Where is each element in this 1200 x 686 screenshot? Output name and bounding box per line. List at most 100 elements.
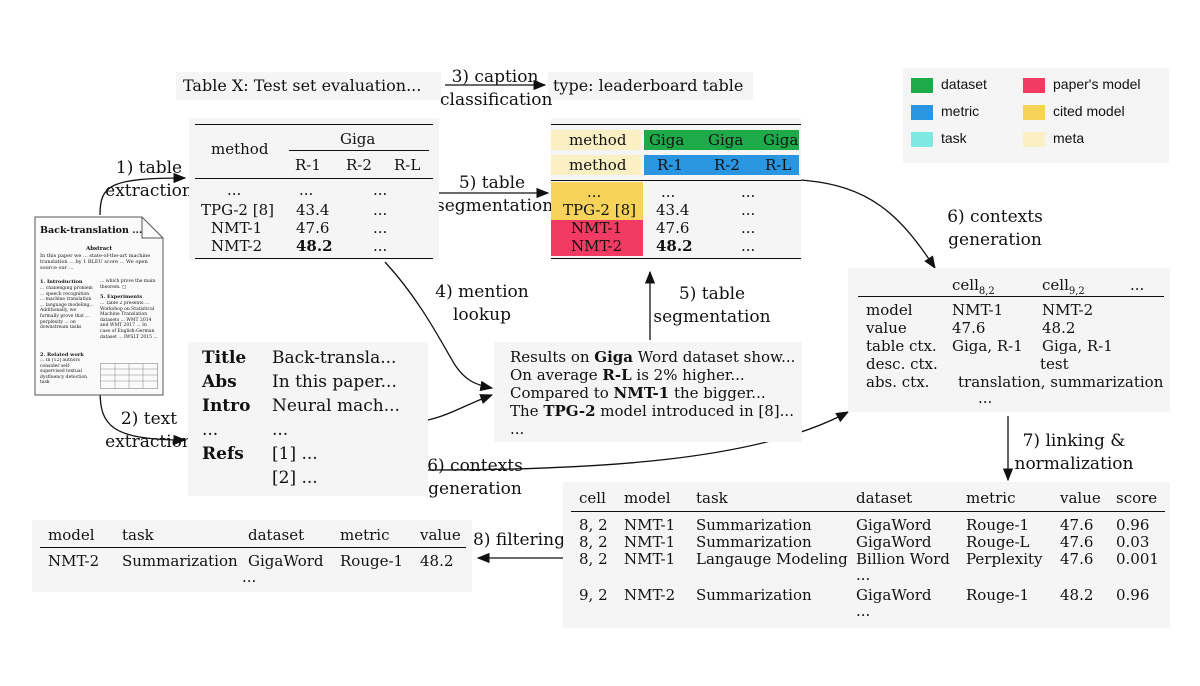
legend-swatch-cited-model — [1023, 105, 1045, 120]
rule-top — [195, 124, 433, 125]
t2-metric-r2: R-2 — [714, 156, 740, 174]
t2-giga-1: Giga — [649, 131, 685, 149]
rule-mid — [195, 178, 433, 179]
cell-contexts: cell8,2 cell9,2 ... model NMT-1 NMT-2 va… — [848, 268, 1170, 412]
linked-r2-model: NMT-1 — [624, 550, 676, 568]
final-rule — [40, 547, 466, 548]
paper-intro-heading: 1. Introduction — [40, 279, 83, 285]
t1-row0-v2: ... — [373, 181, 388, 199]
linked-results: cell model task dataset metric value sco… — [563, 482, 1170, 628]
mention-snippets: Results on Giga Word dataset show... On … — [494, 342, 802, 442]
t2-row0-model: ... — [587, 183, 602, 201]
linked-r2-metric: Perplexity — [966, 550, 1043, 568]
t2-row2-model: NMT-1 — [571, 219, 623, 237]
legend-label-metric: metric — [941, 103, 980, 119]
section-key-dots: ... — [202, 420, 219, 440]
t2-metric-r1: R-1 — [657, 156, 683, 174]
section-val-ref1: [1] ... — [272, 444, 318, 464]
linked-r0-task: Summarization — [696, 516, 812, 534]
legend-label-dataset: dataset — [941, 76, 987, 92]
legend-swatch-papers-model — [1023, 78, 1045, 93]
ctx-key-abs: abs. ctx. — [866, 373, 930, 391]
t1-row2-model: NMT-1 — [211, 219, 263, 237]
paper-abstract: In this paper we ... state-of-the-art ma… — [40, 253, 151, 271]
arrow-contexts-generation-2 — [427, 411, 850, 471]
t1-row3-model: NMT-2 — [211, 237, 263, 255]
step-8-label: 8) filtering — [473, 530, 565, 550]
linked-r2-task: Langauge Modeling — [696, 550, 848, 568]
t1-giga-header: Giga — [340, 130, 376, 148]
linked-r0-score: 0.96 — [1116, 516, 1150, 534]
t1-row1-v2: ... — [373, 201, 388, 219]
linked-r3-dots: ... — [856, 566, 871, 584]
t1-metric-rl: R-L — [394, 156, 421, 174]
paper-abstract-heading: Abstract — [85, 246, 113, 252]
ctx-b-model: NMT-2 — [1042, 301, 1094, 319]
paper-document: Back-translation ... Abstract In this pa… — [34, 216, 164, 396]
dataset-cells — [644, 130, 799, 150]
t2-method-header-1: method — [569, 131, 627, 149]
paper-title: Back-translation ... — [40, 225, 143, 236]
section-val-title: Back-transla... — [272, 348, 397, 368]
rule-bottom — [551, 258, 801, 259]
meta-cell-2 — [551, 155, 641, 175]
ctx-a-table: Giga, R-1 — [952, 337, 1023, 355]
linked-r4-score: 0.96 — [1116, 586, 1150, 604]
t2-row1-v1: 43.4 — [656, 201, 690, 219]
ctx-header-cell-8-2: cell8,2 — [952, 276, 995, 297]
linked-r1-dataset: GigaWord — [856, 533, 932, 551]
final-header-dataset: dataset — [248, 526, 305, 544]
linked-header-model: model — [624, 489, 671, 507]
section-key-title: Title — [202, 348, 247, 368]
linked-header-metric: metric — [966, 489, 1016, 507]
step-1-label: 1) table extraction — [105, 158, 193, 201]
t1-metric-r1: R-1 — [295, 156, 321, 174]
final-task: Summarization — [122, 552, 238, 570]
section-val-dots: ... — [272, 420, 289, 440]
legend-swatch-task — [911, 132, 933, 147]
linked-r0-model: NMT-1 — [624, 516, 676, 534]
caption-text: Table X: Test set evaluation... — [183, 76, 422, 95]
ctx-header-cell-9-2: cell9,2 — [1042, 276, 1085, 297]
t2-row0-v1: ... — [661, 183, 676, 201]
paper-related: ... In [12] authors consider self-superv… — [40, 358, 88, 386]
mention-line-5: ... — [510, 420, 525, 438]
mention-line-1: Results on Giga Word dataset show... — [510, 348, 796, 366]
ctx-rule — [858, 296, 1164, 297]
final-results: model task dataset metric value NMT-2 Su… — [32, 520, 472, 592]
paper-intro: ... challenging problem ... speech recog… — [40, 286, 94, 331]
t2-row1-model: TPG-2 [8] — [563, 201, 636, 219]
legend: dataset metric task paper's model cited … — [903, 68, 1169, 163]
t1-row2-v1: 47.6 — [296, 219, 330, 237]
legend-label-cited-model: cited model — [1053, 103, 1125, 119]
final-dataset: GigaWord — [248, 552, 324, 570]
linked-r4-cell: 9, 2 — [579, 586, 608, 604]
t2-row3-v1: 48.2 — [656, 237, 693, 255]
linked-r4-model: NMT-2 — [624, 586, 676, 604]
t2-giga-2: Giga — [708, 131, 744, 149]
mention-line-3: Compared to NMT-1 the bigger... — [510, 384, 766, 402]
linked-r2-cell: 8, 2 — [579, 550, 608, 568]
step-2-label: 2) text extraction — [105, 409, 193, 452]
section-val-abs: In this paper... — [272, 372, 397, 392]
t2-method-header-2: method — [569, 156, 627, 174]
t2-row2-v1: 47.6 — [656, 219, 690, 237]
t1-row1-v1: 43.4 — [296, 201, 330, 219]
linked-rule — [571, 511, 1165, 512]
arrow-table-extraction — [99, 172, 187, 216]
final-metric: Rouge-1 — [340, 552, 404, 570]
t2-row0-v2: ... — [741, 183, 756, 201]
legend-swatch-meta — [1023, 132, 1045, 147]
linked-r1-score: 0.03 — [1116, 533, 1150, 551]
cited-model-cells — [551, 182, 643, 220]
rule-giga — [289, 150, 429, 151]
final-header-task: task — [122, 526, 154, 544]
final-dots: ... — [242, 568, 257, 586]
step-4-label: 4) mention lookup — [435, 282, 529, 325]
ctx-key-model: model — [866, 301, 913, 319]
t2-row3-v2: ... — [741, 237, 756, 255]
linked-header-value: value — [1060, 489, 1101, 507]
step-3-label: 3) caption classification — [440, 67, 553, 110]
linked-r1-cell: 8, 2 — [579, 533, 608, 551]
ctx-a-model: NMT-1 — [952, 301, 1004, 319]
